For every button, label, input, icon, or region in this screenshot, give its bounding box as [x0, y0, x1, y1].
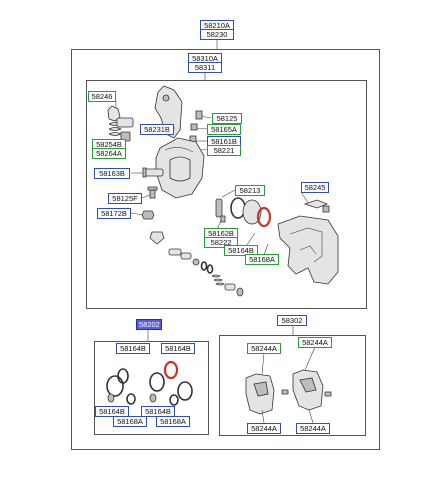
part-label-58125[interactable]: 58125 [212, 113, 242, 124]
part-label-58230[interactable]: 58230 [200, 29, 234, 40]
part-label-58125F[interactable]: 58125F [108, 193, 142, 204]
part-label-58163B[interactable]: 58163B [94, 168, 130, 179]
part-label-58168A[interactable]: 58168A [245, 254, 279, 265]
kit-label-58202[interactable]: 58202 [136, 319, 162, 330]
part-label-58221[interactable]: 58221 [207, 145, 241, 156]
kit-label-58302[interactable]: 58302 [277, 315, 307, 326]
part-label-58222[interactable]: 58222 [204, 237, 238, 248]
caliper-frame [86, 80, 367, 309]
pad-kit-frame [219, 335, 366, 436]
part-label-58311[interactable]: 58311 [188, 62, 222, 73]
seal-kit-frame [94, 341, 209, 435]
part-label-58213[interactable]: 58213 [235, 185, 265, 196]
pad-label-58244A-top-right[interactable]: 58244A [298, 337, 332, 348]
seal-label-58164B-right-top[interactable]: 58164B [161, 343, 195, 354]
part-label-58264A[interactable]: 58264A [92, 148, 126, 159]
seal-label-58164B-left-bottom[interactable]: 58164B [95, 406, 129, 417]
seal-label-58168A-left[interactable]: 58168A [113, 416, 147, 427]
pad-label-58244A-top-left[interactable]: 58244A [247, 343, 281, 354]
part-label-58231B[interactable]: 58231B [140, 124, 174, 135]
part-label-58245[interactable]: 58245 [301, 182, 329, 193]
pad-label-58244A-bottom-right[interactable]: 58244A [296, 423, 330, 434]
seal-label-58164B-left-top[interactable]: 58164B [116, 343, 150, 354]
part-label-58172B[interactable]: 58172B [97, 208, 131, 219]
assembly-frame [71, 49, 380, 450]
part-label-58164B[interactable]: 58164B [224, 245, 258, 256]
part-label-58165A[interactable]: 58165A [207, 124, 241, 135]
seal-label-58168A-right[interactable]: 58168A [156, 416, 190, 427]
part-label-58246[interactable]: 58246 [88, 91, 116, 102]
pad-label-58244A-bottom-left[interactable]: 58244A [247, 423, 281, 434]
